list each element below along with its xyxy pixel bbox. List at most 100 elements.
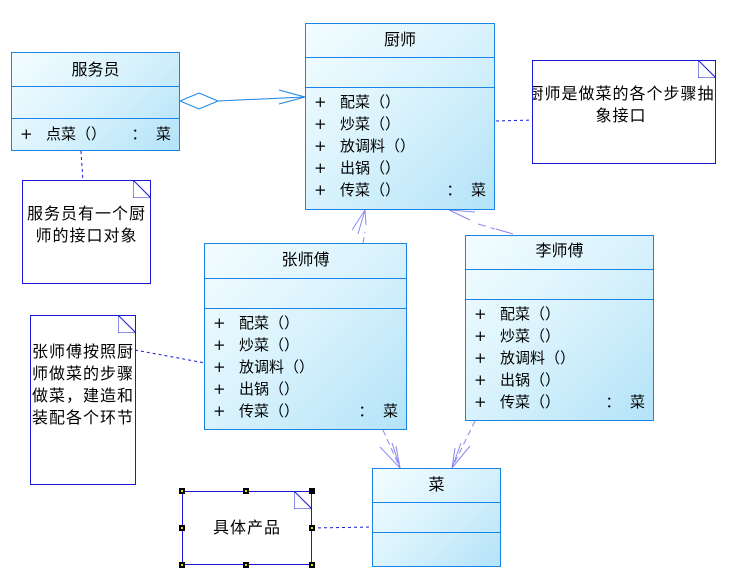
note-link-chef	[495, 119, 534, 122]
operation-item[interactable]: +出锅（）	[314, 157, 494, 179]
visibility: +	[314, 93, 327, 111]
operation-name: 出锅	[500, 371, 531, 389]
class-attributes	[373, 503, 500, 533]
operation-item[interactable]: +炒菜（）	[213, 334, 406, 356]
resize-handle[interactable]	[309, 488, 315, 494]
realization-zhang-chef[interactable]	[351, 209, 367, 244]
operation-item[interactable]: + 点菜 （） ： 菜	[20, 119, 179, 149]
visibility: +	[474, 327, 487, 345]
note-text: 厨师是做菜的各个步骤抽象接口	[532, 84, 715, 125]
operation-params: （）	[530, 327, 561, 345]
aggregation-waiter-chef[interactable]	[178, 89, 307, 110]
visibility: +	[213, 380, 226, 398]
operation-params: （）	[269, 380, 300, 398]
operation-return: ： 菜	[446, 181, 486, 199]
operation-item[interactable]: + 放调料（）	[213, 356, 406, 378]
class-attributes	[205, 279, 406, 309]
operation-name: 传菜	[340, 181, 371, 199]
dependency-zhang-dish[interactable]	[379, 429, 401, 469]
class-attributes	[12, 87, 179, 119]
note-link-waiter	[80, 150, 84, 183]
note-text: 服务员有一个厨师的接口对象	[26, 204, 146, 245]
operation-name: 配菜	[239, 314, 270, 332]
operation-item[interactable]: +配菜（）	[474, 303, 653, 325]
class-zhang[interactable]: 张师傅 +配菜（） +炒菜（） +放调料（） +出锅（） +传菜（）： 菜	[204, 243, 407, 430]
resize-handle[interactable]	[179, 525, 185, 531]
class-operations: +配菜（） +炒菜（） +放调料（） +出锅（） +传菜（）： 菜	[306, 88, 494, 201]
visibility: +	[213, 336, 226, 354]
resize-handle[interactable]	[179, 488, 185, 494]
visibility: +	[213, 402, 226, 420]
note-product[interactable]: 具体产品	[182, 491, 312, 565]
class-name: 服务员	[12, 53, 179, 87]
operation-item[interactable]: + 出锅（）	[213, 378, 406, 400]
resize-handle[interactable]	[243, 562, 249, 568]
resize-handle[interactable]	[179, 562, 185, 568]
class-name: 李师傅	[466, 236, 653, 270]
class-operations: + 点菜 （） ： 菜	[12, 119, 179, 149]
visibility: +	[213, 358, 226, 376]
note-fold-icon	[294, 492, 311, 509]
class-chef[interactable]: 厨师 +配菜（） +炒菜（） +放调料（） +出锅（） +传菜（）： 菜	[305, 23, 495, 210]
class-operations: +配菜（） +炒菜（） +放调料（） +出锅（） +传菜（）： 菜	[205, 309, 406, 422]
operation-params: （）	[269, 402, 300, 420]
class-li[interactable]: 李师傅 +配菜（） +炒菜（） +放调料（） +出锅（） +传菜（）： 菜	[465, 235, 654, 421]
operation-name: 出锅	[239, 380, 270, 398]
operation-item[interactable]: +放调料（）	[314, 135, 494, 157]
note-fold-icon	[133, 181, 150, 198]
operation-item[interactable]: + 配菜（）	[314, 91, 494, 113]
resize-handle[interactable]	[309, 562, 315, 568]
operation-params: （）	[370, 93, 401, 111]
operation-params: （）	[530, 305, 561, 323]
visibility: +	[314, 137, 327, 155]
note-fold-icon	[698, 61, 715, 78]
operation-params: （）	[370, 115, 401, 133]
operation-return: ： 菜	[605, 393, 645, 411]
operation-name: 配菜	[500, 305, 531, 323]
note-zhang[interactable]: 张师傅按照厨师做菜的步骤做菜，建造和装配各个环节	[30, 315, 136, 485]
resize-handle[interactable]	[309, 525, 315, 531]
operation-item[interactable]: +炒菜（）	[314, 113, 494, 135]
note-fold-icon	[118, 316, 135, 333]
operation-params: （）	[269, 314, 300, 332]
visibility: +	[213, 314, 226, 332]
operation-return: ： 菜	[131, 125, 171, 143]
visibility: +	[314, 159, 327, 177]
operation-params: （）	[530, 371, 561, 389]
class-waiter[interactable]: 服务员 + 点菜 （） ： 菜	[11, 52, 180, 151]
note-waiter[interactable]: 服务员有一个厨师的接口对象	[22, 180, 151, 284]
visibility: +	[314, 181, 327, 199]
class-operations: +配菜（） +炒菜（） +放调料（） +出锅（） +传菜（）： 菜	[466, 300, 653, 413]
operation-params: （）	[269, 336, 300, 354]
operation-name: 炒菜	[500, 327, 531, 345]
operation-params: （）	[385, 137, 416, 155]
operation-item[interactable]: + 炒菜（）	[474, 325, 653, 347]
operation-name: 炒菜	[340, 115, 371, 133]
operation-item[interactable]: + 配菜（）	[213, 312, 406, 334]
class-name: 张师傅	[205, 244, 406, 279]
operation-item[interactable]: +传菜（）： 菜	[213, 400, 406, 422]
operation-name: 放调料	[500, 349, 546, 367]
visibility: +	[474, 371, 487, 389]
note-link-product	[311, 526, 373, 529]
note-chef[interactable]: 厨师是做菜的各个步骤抽象接口	[532, 60, 716, 164]
class-name: 厨师	[306, 24, 494, 58]
realization-li-chef[interactable]	[448, 209, 514, 235]
operation-name: 出锅	[340, 159, 371, 177]
operation-name: 放调料	[239, 358, 285, 376]
dependency-li-dish[interactable]	[451, 420, 476, 469]
operation-item[interactable]: +传菜（）： 菜	[474, 391, 653, 413]
operation-params: （）	[545, 349, 576, 367]
note-text: 具体产品	[212, 518, 281, 537]
operation-item[interactable]: +放调料（）	[474, 347, 653, 369]
operation-params: （）	[284, 358, 315, 376]
resize-handle[interactable]	[243, 488, 249, 494]
class-dish[interactable]: 菜	[372, 468, 501, 567]
operation-name: 配菜	[340, 93, 371, 111]
visibility: +	[20, 125, 33, 143]
operation-item[interactable]: + 出锅（）	[474, 369, 653, 391]
operation-item[interactable]: +传菜（）： 菜	[314, 179, 494, 201]
note-text: 张师傅按照厨师做菜的步骤做菜，建造和装配各个环节	[31, 342, 134, 427]
operation-name: 传菜	[239, 402, 270, 420]
